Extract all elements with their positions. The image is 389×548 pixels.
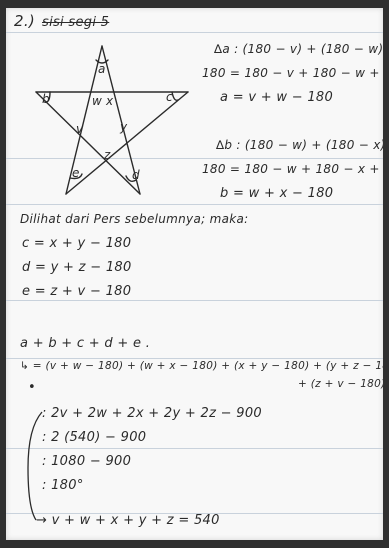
bracket-curve [27,411,43,521]
eq-a-line1: ∆a : (180 − v) + (180 − w) + a [214,42,383,56]
inner-label-v: v [76,122,84,136]
problem-number: 2.) [14,12,36,30]
angle-label-c: c [166,90,173,104]
sum-line1: a + b + c + d + e . [20,336,151,351]
eq-b-line2: 180 = 180 − w + 180 − x + b [202,162,383,176]
sum-line2: ↳ = (v + w − 180) + (w + x − 180) + (x +… [20,360,383,372]
rule-line [6,513,383,514]
inner-label-y: y [120,120,128,134]
sum-line5: : 1080 − 900 [42,454,132,469]
eq-a-line3: a = v + w − 180 [220,90,334,105]
sum-line2b: + (z + v − 180) [298,378,383,390]
bracket-arrow [27,411,43,521]
star-edge [65,91,189,195]
eq-a-line2: 180 = 180 − v + 180 − w + a [202,66,383,80]
eq-b-line3: b = w + x − 180 [220,186,334,201]
struck-text: sisi segi 5 [42,15,110,30]
eq-c: c = x + y − 180 [22,236,132,251]
sum-line3: : 2v + 2w + 2x + 2y + 2z − 900 [42,406,263,421]
rule-line [6,448,383,449]
angle-label-a: a [98,62,106,76]
angle-label-e: e [72,166,80,180]
angle-arc [45,91,51,103]
sum-line4: : 2 (540) − 900 [42,430,147,445]
sum-bullet: • [28,380,36,395]
star-diagram [35,45,189,195]
eq-b-line1: ∆b : (180 − w) + (180 − x) + b [216,138,383,152]
sum-line6: : 180° [42,478,84,493]
rule-line [6,158,383,159]
star-edge [101,45,141,195]
sum-line7: → v + w + x + y + z = 540 [36,513,220,528]
angle-arc [125,175,137,183]
intro-text: Dilihat dari Pers sebelumnya; maka: [20,212,249,226]
angle-label-b: b [42,92,50,106]
inner-label-w: w [92,94,103,108]
star-edge [65,45,103,195]
notebook-page: 2.) sisi segi 5 a b c d e w x v [6,8,383,540]
angle-arc [171,91,179,102]
inner-label-x: x [106,94,114,108]
inner-label-z: z [104,148,111,162]
rule-line [6,358,383,359]
rule-line [6,300,383,301]
rule-line [6,204,383,205]
rule-line [6,32,383,33]
angle-arc [69,173,83,180]
eq-d: d = y + z − 180 [22,260,132,275]
eq-e: e = z + v − 180 [22,284,132,299]
angle-label-d: d [132,168,140,182]
angle-arc [95,59,109,64]
star-edge [35,91,141,195]
